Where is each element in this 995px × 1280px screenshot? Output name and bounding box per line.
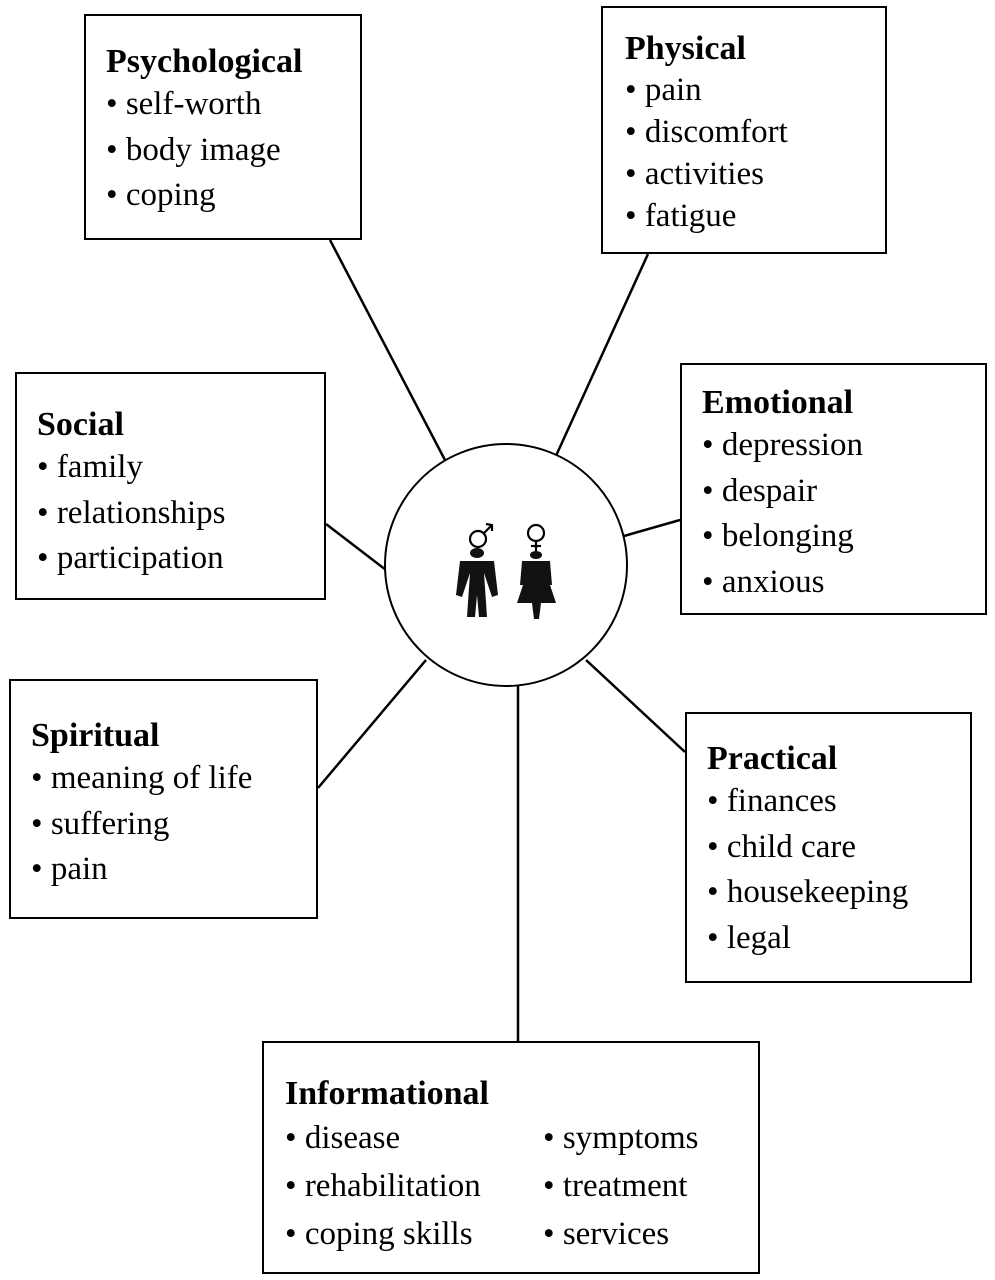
emotional-box: Emotional depression despair belonging a… [680,363,987,615]
list-item: pain [625,69,885,111]
list-item: disease [285,1114,543,1162]
list-item: participation [37,536,324,582]
informational-list-left: disease rehabilitation coping skills [285,1114,543,1258]
list-item: child care [707,825,970,871]
informational-list-right: symptoms treatment services [543,1114,699,1258]
list-item: belonging [702,514,985,560]
spiritual-title: Spiritual [31,717,160,754]
emotional-title: Emotional [702,384,854,421]
connector-emotional [623,518,681,538]
informational-title: Informational [285,1075,489,1112]
connector-spiritual [317,659,427,789]
connector-practical [585,659,686,753]
physical-box: Physical pain discomfort activities fati… [601,6,887,254]
list-item: body image [106,128,360,174]
social-title: Social [37,406,124,443]
spiritual-list: meaning of life suffering pain [31,756,316,893]
list-item: suffering [31,802,316,848]
list-item: despair [702,469,985,515]
list-item: services [543,1210,699,1258]
psychological-box: Psychological self-worth body image copi… [84,14,362,240]
social-list: family relationships participation [37,445,324,582]
list-item: relationships [37,491,324,537]
female-symbol-icon [526,523,546,551]
man-figure-icon [456,548,498,617]
male-symbol-icon [468,522,494,549]
informational-columns: disease rehabilitation coping skills sym… [285,1114,758,1258]
list-item: treatment [543,1162,699,1210]
connector-social [325,523,387,571]
list-item: housekeeping [707,870,970,916]
practical-title: Practical [707,740,838,777]
connector-physical [553,253,650,459]
emotional-list: depression despair belonging anxious [702,423,985,605]
spiritual-box: Spiritual meaning of life suffering pain [9,679,318,919]
social-box: Social family relationships participatio… [15,372,326,600]
list-item: coping [106,173,360,219]
list-item: depression [702,423,985,469]
list-item: rehabilitation [285,1162,543,1210]
man-and-woman-icon [456,522,556,619]
list-item: discomfort [625,111,885,153]
list-item: fatigue [625,195,885,237]
psychological-list: self-worth body image coping [106,82,360,219]
center-circle [384,443,628,687]
woman-figure-icon [517,551,556,619]
practical-box: Practical finances child care housekeepi… [685,712,972,983]
list-item: symptoms [543,1114,699,1162]
list-item: coping skills [285,1210,543,1258]
connector-psychological [328,239,448,463]
list-item: anxious [702,560,985,606]
list-item: self-worth [106,82,360,128]
list-item: pain [31,847,316,893]
practical-list: finances child care housekeeping legal [707,779,970,961]
informational-box: Informational disease rehabilitation cop… [262,1041,760,1274]
physical-list: pain discomfort activities fatigue [625,69,885,237]
list-item: activities [625,153,885,195]
list-item: family [37,445,324,491]
list-item: finances [707,779,970,825]
psychological-title: Psychological [106,43,303,80]
physical-title: Physical [625,30,746,67]
list-item: meaning of life [31,756,316,802]
list-item: legal [707,916,970,962]
